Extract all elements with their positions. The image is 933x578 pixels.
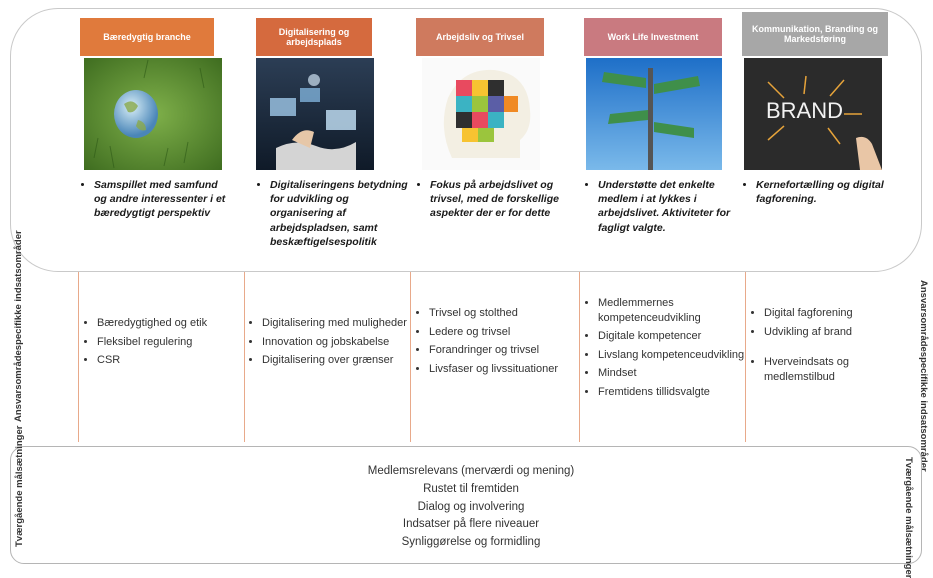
goal-line: Rustet til fremtiden xyxy=(423,482,519,495)
list-item: CSR xyxy=(97,353,244,368)
signpost-image xyxy=(586,58,722,170)
middle-side-label-right: Ansvarsområdespecifikke indsatsområder xyxy=(918,280,929,472)
description-bullet: Fokus på arbejdslivet og trivsel, med de… xyxy=(430,178,568,221)
list-item: Digitale kompetencer xyxy=(598,329,745,344)
column-description: Samspillet med samfund og andre interess… xyxy=(82,178,232,221)
column-header: Work Life Investment xyxy=(584,18,722,56)
brand-text: BRAND xyxy=(766,98,843,123)
description-bullet: Understøtte det enkelte medlem i at lykk… xyxy=(598,178,736,235)
list-item: Fremtidens tillidsvalgte xyxy=(598,385,745,400)
description-bullet: Digitaliseringens betydning for udviklin… xyxy=(270,178,408,249)
brand-chalkboard-image: BRAND xyxy=(744,58,882,170)
items-column-1: Bæredygtighed og etik Fleksibel reguleri… xyxy=(78,272,245,442)
list-item: Livsfaser og livssituationer xyxy=(429,362,579,377)
column-description: Understøtte det enkelte medlem i at lykk… xyxy=(586,178,736,235)
list-item: Ledere og trivsel xyxy=(429,325,579,340)
items-column-3: Trivsel og stolthed Ledere og trivsel Fo… xyxy=(411,272,580,442)
list-spacer xyxy=(764,343,906,351)
column-header: Bæredygtig branche xyxy=(80,18,214,56)
goal-line: Synliggørelse og formidling xyxy=(401,536,541,549)
list-item: Innovation og jobskabelse xyxy=(262,335,410,350)
goal-line: Medlemsrelevans (merværdi og mening) xyxy=(367,465,575,477)
bottom-side-label: Tværgående målsætninger xyxy=(14,425,25,547)
list-item: Forandringer og trivsel xyxy=(429,343,579,358)
list-item: Udvikling af brand xyxy=(764,325,906,340)
items-column-2: Digitalisering med muligheder Innovation… xyxy=(244,272,411,442)
column-description: Fokus på arbejdslivet og trivsel, med de… xyxy=(418,178,568,221)
items-column-5: Digital fagforening Udvikling af brand H… xyxy=(746,272,906,442)
list-item: Medlemmernes kompetenceudvikling xyxy=(598,296,745,325)
list-item: Digital fagforening xyxy=(764,306,906,321)
list-item: Trivsel og stolthed xyxy=(429,306,579,321)
middle-section: Ansvarsområdespecifikke indsatsområder B… xyxy=(10,230,929,471)
middle-right-label: Ansvarsområdespecifikke indsatsområder xyxy=(906,272,930,472)
goal-line: Dialog og involvering xyxy=(417,500,525,513)
list-item: Digitalisering med muligheder xyxy=(262,316,410,331)
bottom-panel: Tværgående målsætninger Medlemsrelevans … xyxy=(10,425,922,578)
column-description: Kernefortælling og digital fagforening. xyxy=(744,178,894,206)
items-column-4: Medlemmernes kompetenceudvikling Digital… xyxy=(580,272,746,442)
middle-side-label: Ansvarsområdespecifikke indsatsområder xyxy=(13,230,24,422)
column-header: Arbejdsliv og Trivsel xyxy=(416,18,544,56)
column-header: Digitalisering og arbejdsplads xyxy=(256,18,372,56)
digital-hands-image xyxy=(256,58,374,170)
bottom-side-label-right: Tværgående målsætninger xyxy=(903,457,914,578)
list-item: Fleksibel regulering xyxy=(97,335,244,350)
column-description: Digitaliseringens betydning for udviklin… xyxy=(258,178,408,249)
globe-grass-image xyxy=(84,58,222,170)
crosscutting-goals: Medlemsrelevans (merværdi og mening) Rus… xyxy=(261,463,681,552)
description-bullet: Kernefortælling og digital fagforening. xyxy=(756,178,894,206)
goal-line: Indsatser på flere niveauer xyxy=(402,518,540,531)
list-item: Bæredygtighed og etik xyxy=(97,316,244,331)
puzzle-head-image xyxy=(422,58,540,170)
list-item: Digitalisering over grænser xyxy=(262,353,410,368)
list-item: Mindset xyxy=(598,366,745,381)
description-bullet: Samspillet med samfund og andre interess… xyxy=(94,178,232,221)
column-header: Kommunikation, Branding og Markedsføring xyxy=(742,12,888,56)
list-item: Livslang kompetenceudvikling xyxy=(598,348,745,363)
middle-left-label: Ansvarsområdespecifikke indsatsområder xyxy=(10,230,70,442)
list-item: Hverveindsats og medlemstilbud xyxy=(764,355,906,384)
